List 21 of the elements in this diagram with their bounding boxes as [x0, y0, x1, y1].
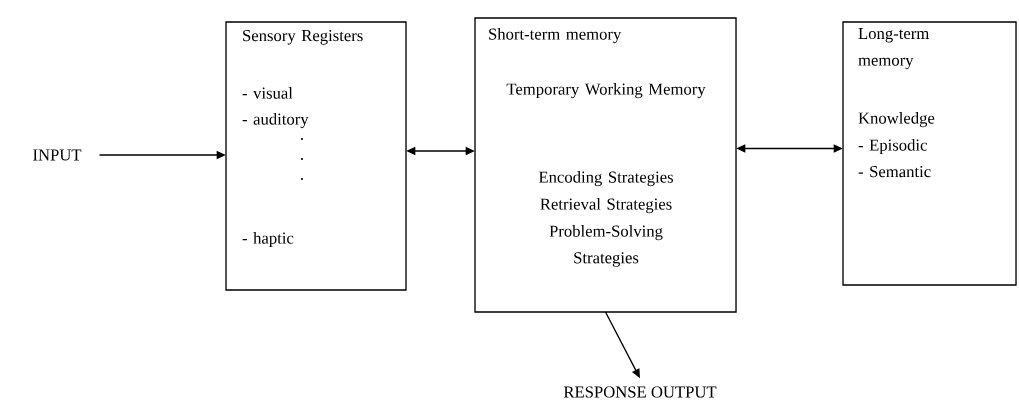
node-text: INPUT — [33, 149, 82, 161]
node-text: RESPONSE OUTPUT — [563, 386, 717, 398]
sensory-registers-box — [225, 21, 407, 291]
box-text: . — [301, 178, 303, 180]
box-text: - haptic — [242, 232, 294, 248]
box-text: Short-term memory — [489, 28, 622, 44]
box-text: Retrieval Strategies — [540, 198, 672, 214]
box-text: . — [301, 138, 303, 140]
box-text: - visual — [242, 87, 293, 99]
box-text: Encoding Strategies — [538, 171, 673, 187]
box-text: Sensory Registers — [243, 30, 363, 45]
box-text: Problem-Solving Strategies — [549, 225, 663, 267]
short-term-memory-box — [474, 17, 737, 313]
box-text: - Semantic — [858, 166, 931, 178]
box-text: Temporary Working Memory — [506, 83, 706, 99]
box-text: Knowledge — [858, 112, 935, 128]
box-text: Long-term memory — [858, 28, 930, 70]
box-text: . — [301, 158, 303, 160]
box-text: - auditory — [242, 113, 309, 129]
box-text: - Episodic — [858, 139, 927, 155]
long-term-memory-box — [842, 21, 1017, 286]
